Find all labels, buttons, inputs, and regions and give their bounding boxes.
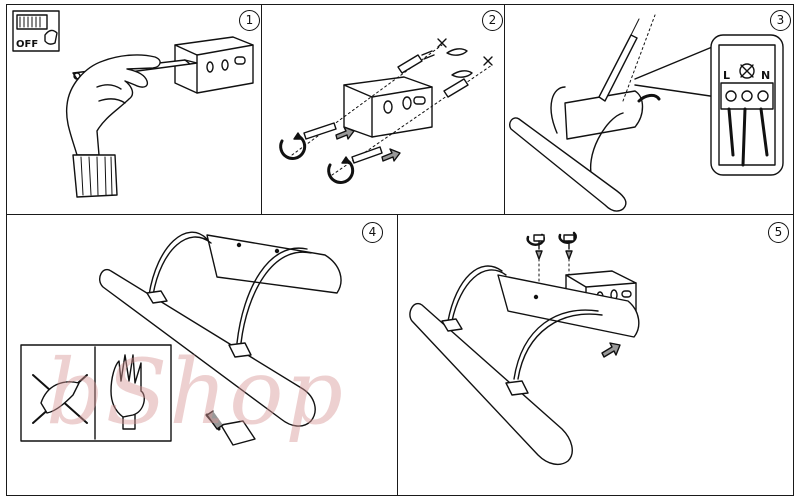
marking-illustration xyxy=(7,5,262,215)
watermark: bShop xyxy=(46,340,345,445)
off-label: OFF xyxy=(16,39,38,50)
terminal-label-n: N xyxy=(761,69,770,82)
wiring-illustration xyxy=(505,5,794,215)
mounting-illustration xyxy=(398,215,794,496)
step-panel-3: 3 L N xyxy=(504,4,794,215)
terminal-label-l: L xyxy=(723,69,730,82)
step-panel-1: 1 OFF xyxy=(6,4,262,215)
anchor-illustration xyxy=(262,5,505,215)
step-panel-5: 5 xyxy=(397,214,794,496)
step-panel-2: 2 xyxy=(261,4,505,215)
